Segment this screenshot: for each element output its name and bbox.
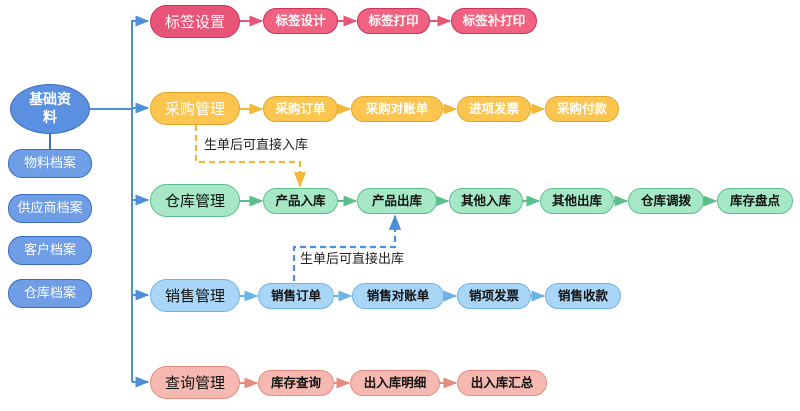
item-purchase-order[interactable]: 采购订单 xyxy=(263,96,338,122)
note-sales-to-outbound: 生单后可直接出库 xyxy=(300,252,405,268)
item-sales-order[interactable]: 销售订单 xyxy=(258,283,334,309)
side-item-material[interactable]: 物料档案 xyxy=(8,149,92,178)
note-purchase-to-inbound: 生单后可直接入库 xyxy=(204,138,309,154)
category-sales-management[interactable]: 销售管理 xyxy=(150,279,240,312)
category-purchase-management[interactable]: 采购管理 xyxy=(150,92,240,125)
item-output-invoice[interactable]: 销项发票 xyxy=(457,283,531,309)
side-item-warehouse[interactable]: 仓库档案 xyxy=(8,279,92,308)
item-input-invoice[interactable]: 进项发票 xyxy=(457,96,531,122)
item-purchase-payment[interactable]: 采购付款 xyxy=(545,96,619,122)
item-stock-query[interactable]: 库存查询 xyxy=(258,370,334,396)
item-product-outbound[interactable]: 产品出库 xyxy=(357,188,437,214)
root-node-basic-data[interactable]: 基础资料 xyxy=(10,84,90,134)
item-purchase-statement[interactable]: 采购对账单 xyxy=(351,96,443,122)
side-item-supplier[interactable]: 供应商档案 xyxy=(8,194,92,223)
item-other-inbound[interactable]: 其他入库 xyxy=(449,188,523,214)
category-query-management[interactable]: 查询管理 xyxy=(150,366,240,399)
dashed-sales-to-outbound xyxy=(292,214,402,281)
item-warehouse-transfer[interactable]: 仓库调拨 xyxy=(628,188,704,214)
item-product-inbound[interactable]: 产品入库 xyxy=(263,188,338,214)
category-warehouse-management[interactable]: 仓库管理 xyxy=(150,184,240,217)
item-stock-count[interactable]: 库存盘点 xyxy=(717,188,793,214)
item-inout-summary[interactable]: 出入库汇总 xyxy=(457,370,547,396)
dashed-purchase-to-inbound xyxy=(194,125,307,188)
item-label-design[interactable]: 标签设计 xyxy=(263,8,338,34)
item-other-outbound[interactable]: 其他出库 xyxy=(540,188,614,214)
category-label-settings[interactable]: 标签设置 xyxy=(150,5,240,38)
item-inout-detail[interactable]: 出入库明细 xyxy=(350,370,440,396)
side-item-customer[interactable]: 客户档案 xyxy=(8,236,92,265)
item-label-reprint[interactable]: 标签补打印 xyxy=(451,8,537,34)
item-label-print[interactable]: 标签打印 xyxy=(357,8,430,34)
item-sales-receipt[interactable]: 销售收款 xyxy=(545,283,621,309)
item-sales-statement[interactable]: 销售对账单 xyxy=(352,283,444,309)
